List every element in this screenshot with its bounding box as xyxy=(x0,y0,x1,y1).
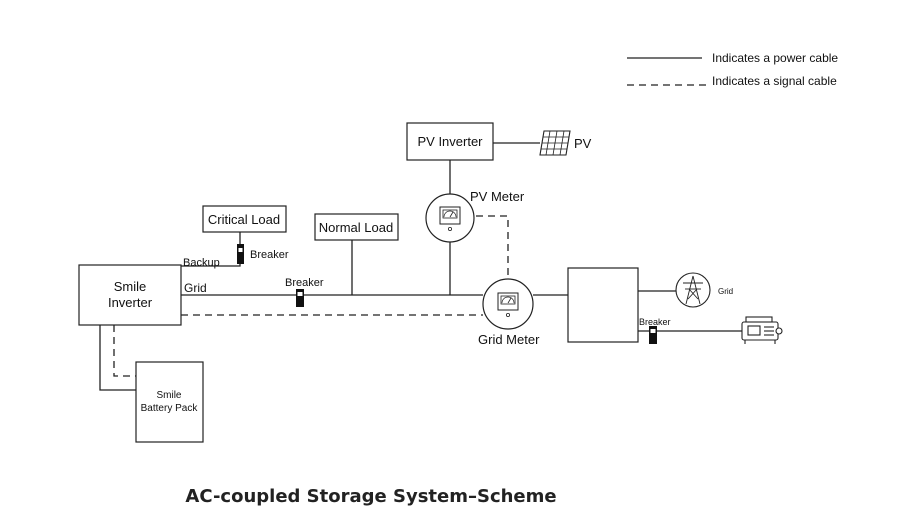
grid-meter xyxy=(482,278,534,330)
meter-icon xyxy=(439,206,461,231)
backup-cable xyxy=(181,232,241,267)
grid-node xyxy=(675,272,711,308)
grid-meter-label: Grid Meter xyxy=(478,332,540,347)
smile-inverter-label-line1: Smile xyxy=(114,279,147,294)
breaker-icon xyxy=(649,326,657,344)
smile-battery-pack: Smile Battery Pack xyxy=(135,361,204,443)
breaker-generator-label: Breaker xyxy=(639,317,671,327)
critical-load: Critical Load xyxy=(202,205,287,233)
pv-inverter: PV Inverter xyxy=(406,122,494,161)
pv-meter xyxy=(425,193,475,243)
pv-meter-label: PV Meter xyxy=(470,189,525,204)
normal-load-label: Normal Load xyxy=(319,220,393,235)
generator-icon xyxy=(741,316,783,344)
distribution-panel xyxy=(567,267,639,343)
breaker-grid: Breaker xyxy=(285,277,324,307)
meter-icon xyxy=(497,292,519,317)
smile-inverter: Smile Inverter xyxy=(78,264,182,326)
breaker-critical-label: Breaker xyxy=(250,249,289,261)
battery-pack-label-line2: Battery Pack xyxy=(141,403,199,414)
breaker-generator: Breaker xyxy=(639,317,671,344)
battery-power-cable xyxy=(99,325,136,391)
breaker-icon xyxy=(296,289,304,307)
battery-pack-label-line1: Smile xyxy=(156,390,181,401)
grid-port-label: Grid xyxy=(184,281,207,295)
backup-port-label: Backup xyxy=(183,257,220,269)
diagram-title: AC-coupled Storage System–Scheme xyxy=(185,486,556,507)
smile-inverter-label-line2: Inverter xyxy=(108,295,153,310)
battery-signal-cable xyxy=(113,325,136,377)
critical-load-label: Critical Load xyxy=(208,212,280,227)
solar-panel-icon xyxy=(539,130,571,156)
pv-inverter-label: PV Inverter xyxy=(417,134,483,149)
normal-load: Normal Load xyxy=(314,213,399,241)
power-cables xyxy=(99,142,742,391)
legend-power-label: Indicates a power cable xyxy=(712,51,838,65)
pv-label: PV xyxy=(574,136,592,151)
grid-label: Grid xyxy=(718,287,733,296)
breaker-icon xyxy=(237,244,244,264)
legend-signal-label: Indicates a signal cable xyxy=(712,74,837,88)
breaker-grid-label: Breaker xyxy=(285,277,324,289)
power-pylon-icon xyxy=(683,275,703,305)
legend: Indicates a power cable Indicates a sign… xyxy=(627,51,838,88)
signal-cables xyxy=(113,215,509,377)
breaker-critical: Breaker xyxy=(237,244,289,264)
